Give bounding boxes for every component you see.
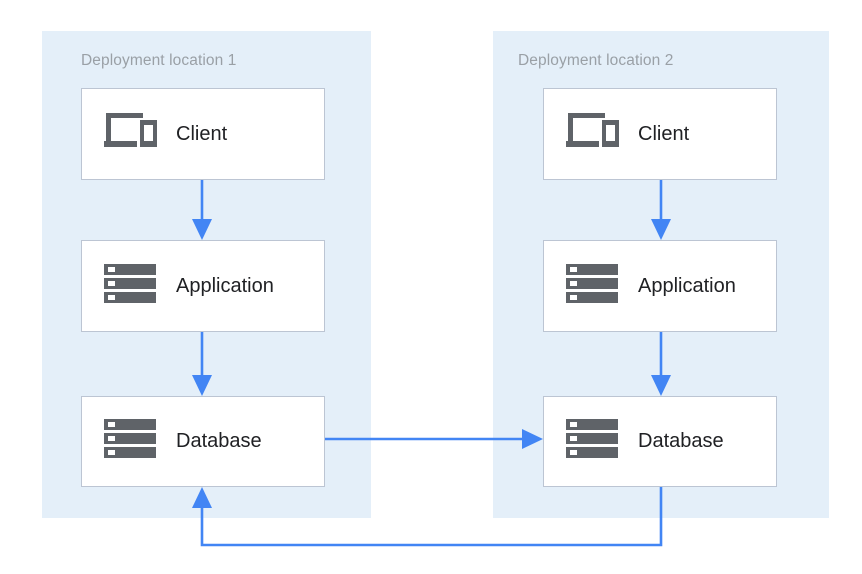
server-icon bbox=[566, 262, 620, 311]
node-label: Database bbox=[176, 430, 262, 452]
node-application-1[interactable]: Application bbox=[81, 240, 325, 332]
node-label: Application bbox=[638, 274, 736, 297]
node-database-1[interactable]: Database bbox=[81, 396, 325, 487]
server-icon bbox=[104, 417, 158, 466]
node-client-1[interactable]: Client bbox=[81, 88, 325, 180]
zone-label-1: Deployment location 1 bbox=[81, 52, 237, 69]
node-application-2[interactable]: Application bbox=[543, 240, 777, 332]
server-icon bbox=[566, 417, 620, 466]
devices-icon bbox=[104, 110, 158, 159]
node-label: Client bbox=[176, 122, 228, 145]
server-icon bbox=[104, 262, 158, 311]
node-label: Client bbox=[638, 122, 690, 145]
devices-icon bbox=[566, 110, 620, 159]
node-client-2[interactable]: Client bbox=[543, 88, 777, 180]
node-label: Database bbox=[638, 430, 724, 452]
zone-label-2: Deployment location 2 bbox=[518, 52, 674, 69]
node-label: Application bbox=[176, 274, 274, 297]
node-database-2[interactable]: Database bbox=[543, 396, 777, 487]
